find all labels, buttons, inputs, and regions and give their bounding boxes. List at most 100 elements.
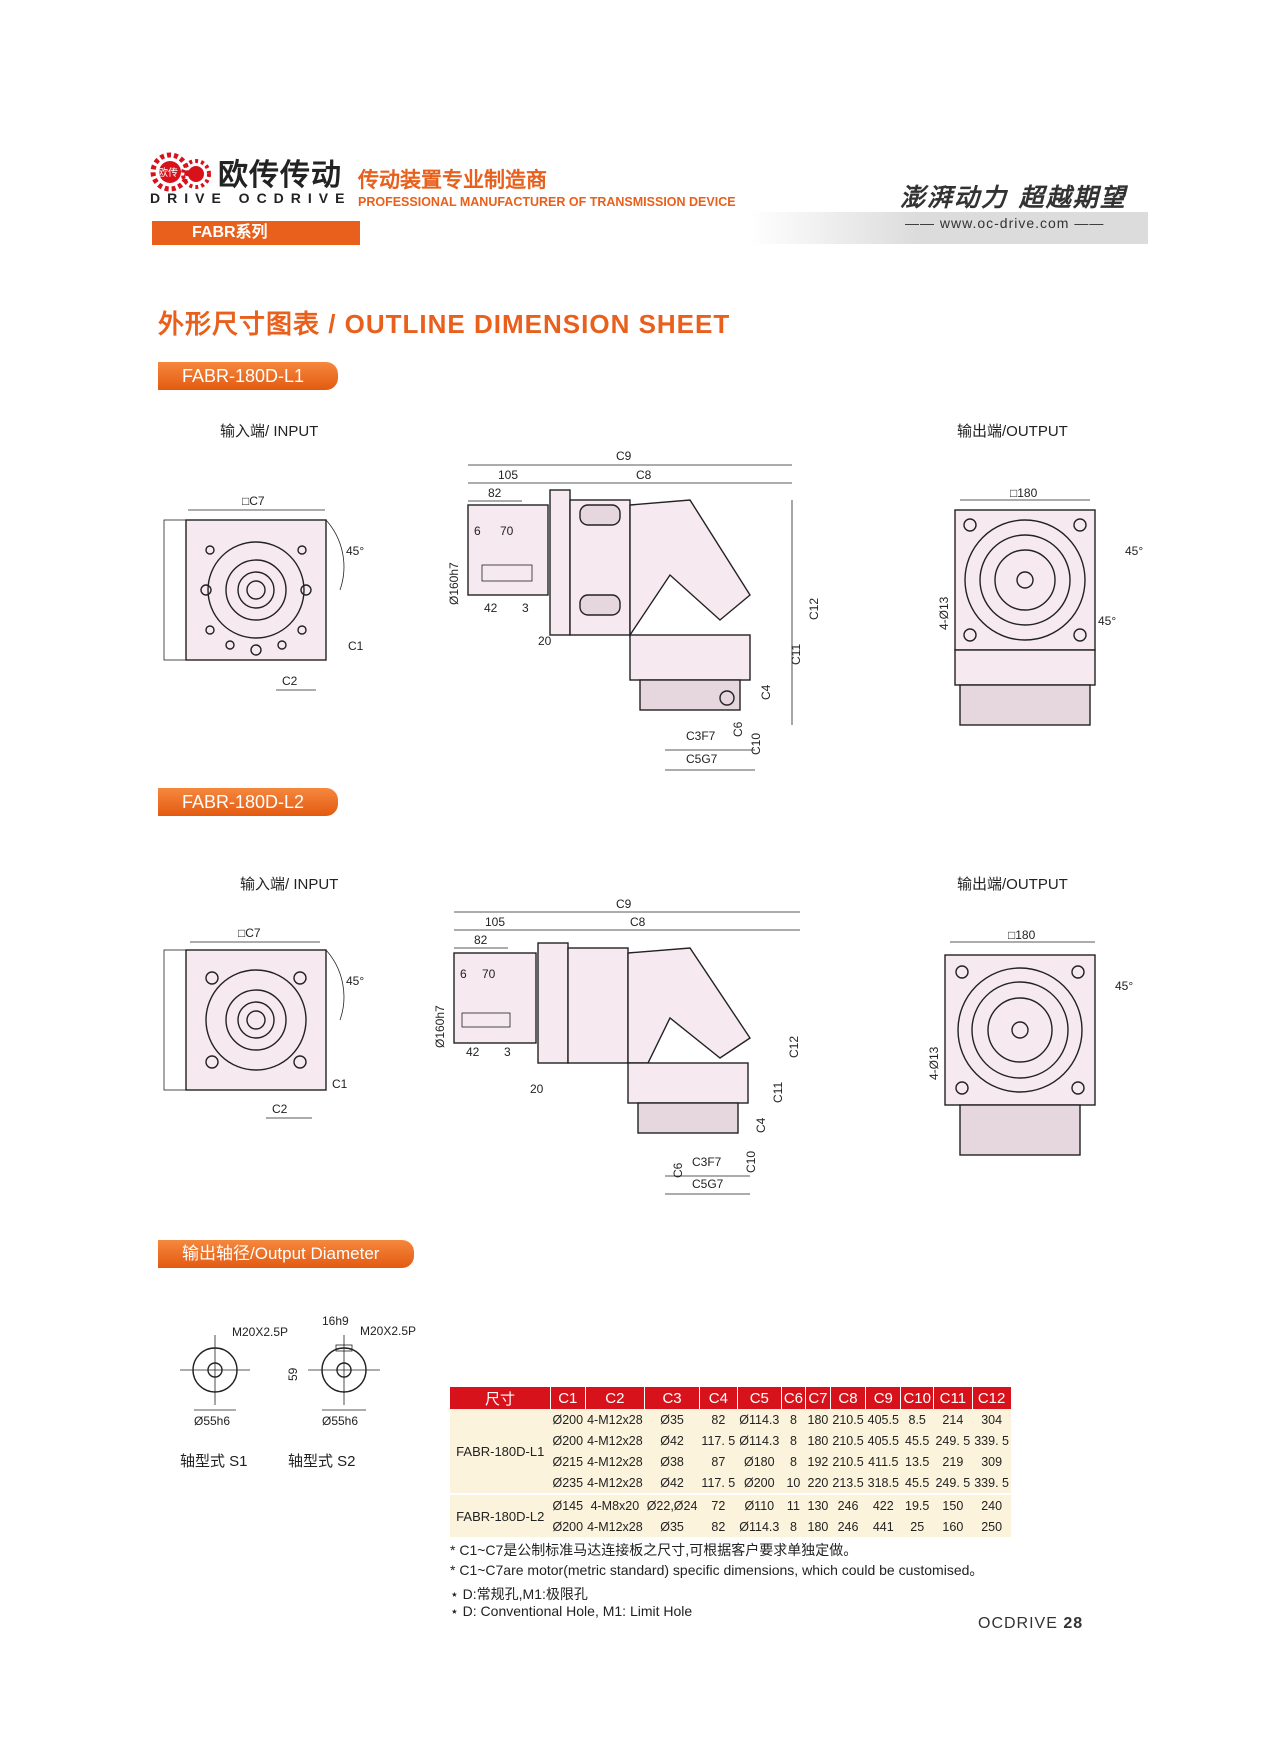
dim-c12-l2: C12 — [787, 1036, 801, 1058]
table-cell: 210.5 — [830, 1409, 866, 1430]
dim-70: 70 — [500, 524, 514, 538]
input-view-drawing-l2: □C7 45° C1 C2 — [163, 926, 364, 1119]
tagline-cn: 传动装置专业制造商 — [358, 169, 547, 192]
gear-logo-icon: 欧传 — [150, 152, 211, 192]
dim-angle-l1: 45° — [346, 544, 364, 558]
shaft-title-pill: 输出轴径/Output Diameter — [158, 1240, 414, 1268]
table-cell: 304 — [972, 1409, 1011, 1430]
table-cell: 411.5 — [865, 1451, 901, 1472]
table-cell: 11 — [781, 1493, 806, 1516]
dim-20-l2: 20 — [530, 1082, 544, 1096]
table-cell: Ø114.3 — [737, 1430, 782, 1451]
dim-3-l2: 3 — [504, 1045, 511, 1059]
section-title: 外形尺寸图表 / OUTLINE DIMENSION SHEET — [158, 309, 731, 339]
spec-col-header: 尺寸 — [450, 1387, 551, 1409]
dim-c9: C9 — [616, 449, 632, 463]
table-cell: 309 — [972, 1451, 1011, 1472]
logo-text: 欧传 — [158, 167, 178, 179]
dim-holes-l2: 4-Ø13 — [927, 1046, 941, 1080]
note-4: ⋆ D: Conventional Hole, M1: Limit Hole — [450, 1603, 693, 1619]
url-text: www.oc-drive.com — [939, 215, 1070, 231]
table-cell: 180 — [805, 1409, 831, 1430]
table-cell: 339. 5 — [972, 1472, 1011, 1494]
table-cell: 82 — [699, 1516, 738, 1537]
table-cell: 318.5 — [865, 1472, 901, 1494]
dim-c9-l2: C9 — [616, 898, 632, 911]
dim-angle-l2: 45° — [346, 974, 364, 988]
table-cell: 246 — [830, 1516, 866, 1537]
dim-6-l2: 6 — [460, 967, 467, 981]
table-cell: Ø35 — [644, 1409, 700, 1430]
shaft-h59: 59 — [286, 1367, 300, 1381]
table-cell: 72 — [699, 1493, 738, 1516]
table-model-cell: FABR-180D-L2 — [450, 1493, 551, 1537]
spec-col-header: C8 — [830, 1387, 867, 1409]
table-cell: 117. 5 — [699, 1472, 738, 1494]
spec-col-header: C9 — [865, 1387, 902, 1409]
table-cell: 405.5 — [865, 1409, 901, 1430]
table-cell: 45.5 — [900, 1430, 934, 1451]
output-label-l1: 输出端/OUTPUT — [957, 423, 1068, 440]
spec-col-header: C11 — [933, 1387, 973, 1409]
table-cell: Ø200 — [550, 1430, 586, 1451]
table-cell: 250 — [972, 1516, 1011, 1537]
table-cell: 249. 5 — [933, 1472, 973, 1494]
table-cell: Ø110 — [737, 1493, 782, 1516]
dim-c6: C6 — [731, 721, 745, 737]
table-cell: 8.5 — [900, 1409, 934, 1430]
dim-160: Ø160h7 — [447, 562, 461, 605]
spec-col-header: C4 — [699, 1387, 738, 1409]
table-cell: 117. 5 — [699, 1430, 738, 1451]
shaft-label-s2: 轴型式 S2 — [288, 1453, 356, 1470]
table-cell: Ø42 — [644, 1430, 700, 1451]
dim-70-l2: 70 — [482, 967, 496, 981]
table-cell: 25 — [900, 1516, 934, 1537]
page-number: 28 — [1063, 1615, 1084, 1632]
table-cell: 441 — [865, 1516, 901, 1537]
side-view-drawing-l1: C9 C8 105 82 6 70 Ø160h7 42 3 20 C12 C11… — [447, 449, 821, 771]
header-band-fade — [358, 212, 918, 244]
spec-col-header: C5 — [737, 1387, 782, 1409]
table-cell: 4-M12x28 — [585, 1409, 645, 1430]
dim-c5: C5G7 — [686, 752, 718, 766]
table-cell: 220 — [805, 1472, 831, 1494]
table-cell: 4-M12x28 — [585, 1472, 645, 1494]
table-cell: Ø200 — [550, 1516, 586, 1537]
shaft-key: 16h9 — [322, 1315, 349, 1328]
spec-col-header: C10 — [900, 1387, 934, 1409]
dim-c4-l2: C4 — [754, 1117, 768, 1133]
table-cell: 213.5 — [830, 1472, 866, 1494]
table-cell: 219 — [933, 1451, 973, 1472]
footer-brand: OCDRIVE — [978, 1615, 1058, 1632]
table-cell: 8 — [781, 1430, 806, 1451]
table-cell: 4-M12x28 — [585, 1516, 645, 1537]
side-view-drawing-l2: C9 C8 105 82 6 70 Ø160h7 42 3 20 C12 C11… — [433, 898, 801, 1195]
table-cell: Ø42 — [644, 1472, 700, 1494]
table-cell: 4-M8x20 — [585, 1493, 645, 1516]
input-label-l2: 输入端/ INPUT — [240, 876, 339, 893]
table-cell: 4-M12x28 — [585, 1451, 645, 1472]
table-cell: 8 — [781, 1451, 806, 1472]
series-badge: FABR系列 — [152, 221, 360, 245]
dim-105-l2: 105 — [485, 915, 505, 929]
dim-c10: C10 — [749, 733, 763, 755]
table-cell: Ø215 — [550, 1451, 586, 1472]
dim-6: 6 — [474, 524, 481, 538]
tagline-en: PROFESSIONAL MANUFACTURER OF TRANSMISSIO… — [358, 195, 736, 209]
dim-angle-out2-l1: 45° — [1098, 614, 1116, 628]
dim-c6-l2: C6 — [671, 1162, 685, 1178]
spec-col-header: C1 — [550, 1387, 586, 1409]
spec-col-header: C6 — [781, 1387, 807, 1409]
dim-42: 42 — [484, 601, 498, 615]
spec-col-header: C2 — [585, 1387, 646, 1409]
dim-c10-l2: C10 — [744, 1151, 758, 1173]
brand-name-cn: 欧传传动 — [218, 159, 342, 192]
dim-c7: □C7 — [242, 494, 265, 508]
spec-col-header: C12 — [972, 1387, 1012, 1409]
table-cell: 192 — [805, 1451, 831, 1472]
output-view-drawing-l2: □180 4-Ø13 45° — [927, 930, 1133, 1156]
